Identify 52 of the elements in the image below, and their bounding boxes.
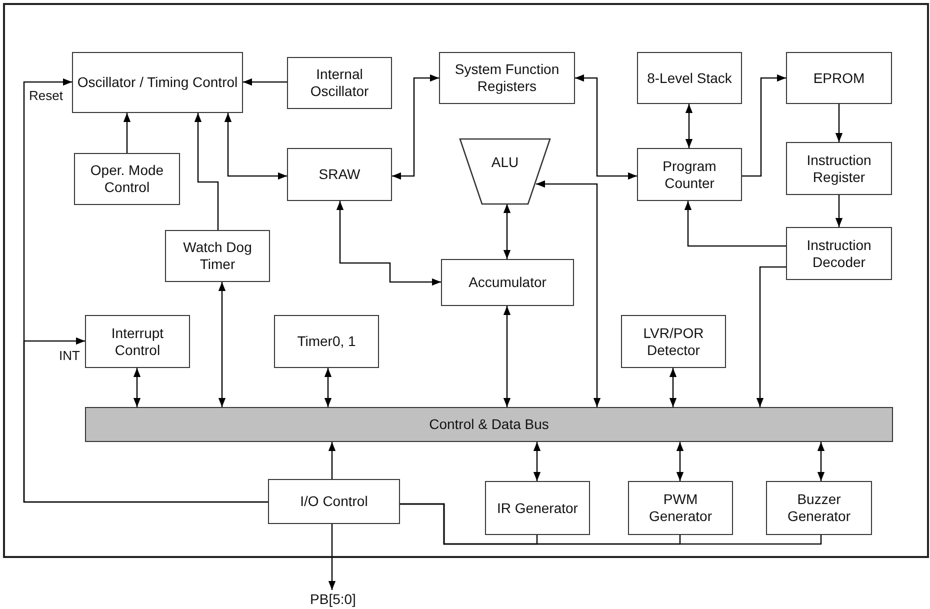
- block-box: IR Generator: [485, 481, 590, 535]
- arrow: [328, 442, 336, 479]
- arrow: [194, 113, 219, 230]
- pin-label: PB[5:0]: [300, 590, 366, 608]
- block-box: Timer0, 1: [274, 315, 379, 368]
- arrow: [669, 368, 677, 407]
- block-box: SRAW: [287, 148, 392, 201]
- block-box: Buzzer Generator: [766, 481, 872, 535]
- block-box: EPROM: [786, 52, 892, 104]
- arrow: [835, 195, 843, 227]
- block-box: PWM Generator: [628, 481, 733, 535]
- arrow: [133, 368, 141, 407]
- block-box: Accumulator: [441, 259, 574, 306]
- arrow: [243, 78, 287, 86]
- block-box: System Function Registers: [439, 52, 575, 104]
- block-box: I/O Control: [268, 479, 400, 524]
- block-box: Instruction Register: [786, 142, 892, 195]
- arrow: [123, 113, 131, 153]
- block-box: Oper. Mode Control: [74, 153, 180, 205]
- block-box: 8-Level Stack: [637, 52, 742, 104]
- arrow: [503, 306, 511, 407]
- arrow: [685, 104, 693, 148]
- block-box: Instruction Decoder: [786, 227, 892, 280]
- edge-label: INT: [58, 348, 81, 363]
- arrow: [23, 337, 268, 503]
- block-box: Internal Oscillator: [287, 57, 392, 109]
- arrow: [503, 204, 511, 259]
- arrow: [817, 442, 825, 481]
- block-box: Interrupt Control: [85, 315, 190, 368]
- arrow: [575, 74, 637, 180]
- arrow: [684, 201, 786, 247]
- arrow: [324, 368, 332, 407]
- block-box: Oscillator / Timing Control: [72, 52, 243, 113]
- block-box: Watch Dog Timer: [165, 230, 270, 282]
- bus-bar: Control & Data Bus: [85, 407, 893, 442]
- block-label: ALU: [491, 154, 519, 171]
- alu-trapezoid: [460, 139, 550, 204]
- arrow: [676, 442, 684, 481]
- connector-line: [400, 503, 822, 545]
- arrow: [533, 442, 541, 481]
- arrow: [392, 74, 439, 180]
- arrow: [224, 113, 287, 180]
- arrow: [536, 180, 601, 407]
- arrow: [835, 104, 843, 142]
- arrow: [742, 74, 786, 177]
- arrow: [336, 201, 441, 286]
- edge-label: Reset: [28, 88, 64, 103]
- block-box: LVR/POR Detector: [621, 315, 726, 368]
- arrow: [218, 282, 226, 407]
- block-box: Program Counter: [637, 148, 742, 201]
- arrow: [328, 524, 336, 590]
- arrow: [756, 266, 786, 407]
